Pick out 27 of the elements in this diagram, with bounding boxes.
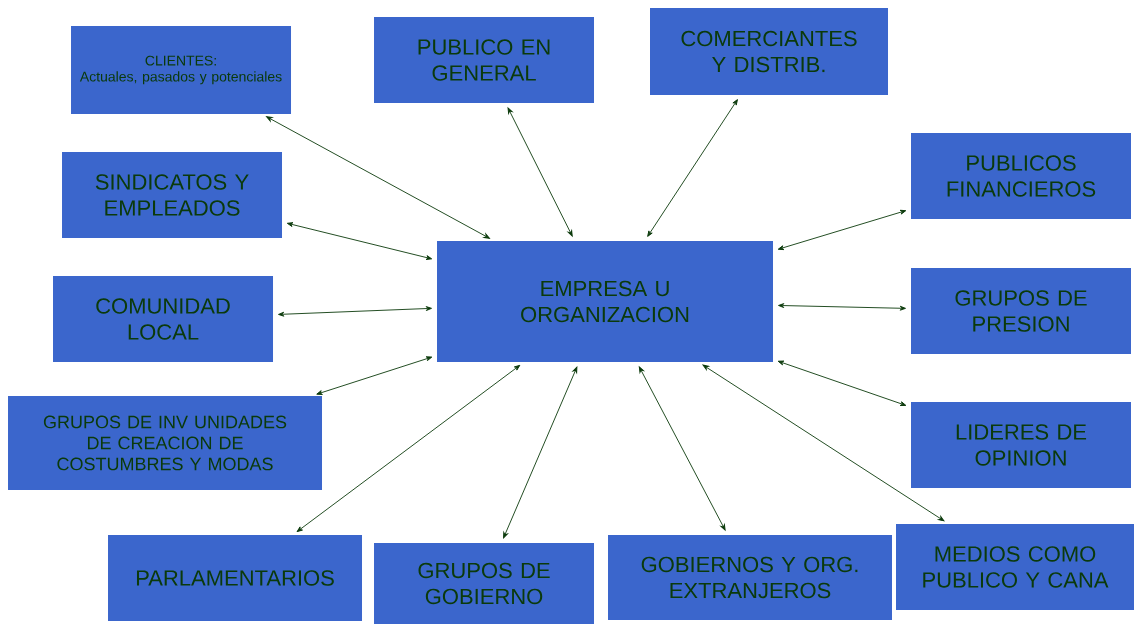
arrow: [278, 306, 432, 317]
text-box: CLIENTES: Actuales, pasados y potenciales: [71, 26, 291, 114]
arrow: [296, 364, 521, 533]
text-box: GRUPOS DE INV UNIDADES DE CREACION DE COSTUMBRES Y MODAS: [8, 396, 322, 490]
text-box: LIDERES DE OPINION: [911, 402, 1131, 488]
arrow: [777, 209, 907, 251]
arrow: [286, 222, 433, 260]
text-box: GRUPOS DE PRESION: [911, 268, 1131, 354]
text-box: SINDICATOS Y EMPLEADOS: [62, 152, 282, 238]
text-box: COMERCIANTES Y DISTRIB.: [650, 8, 888, 95]
arrow: [316, 356, 433, 395]
text-box: PUBLICOS FINANCIEROS: [911, 133, 1131, 219]
text-box: MEDIOS COMO PUBLICO Y CANA: [896, 524, 1134, 610]
arrow: [638, 366, 726, 531]
text-box: COMUNIDAD LOCAL: [53, 276, 273, 362]
text-box: GOBIERNOS Y ORG. EXTRANJEROS: [608, 535, 892, 620]
arrow: [702, 364, 945, 522]
arrow: [266, 116, 490, 239]
arrow: [647, 99, 738, 237]
arrow: [777, 360, 907, 406]
text-box: PARLAMENTARIOS: [108, 535, 362, 621]
arrow: [778, 303, 906, 311]
text-box: PUBLICO EN GENERAL: [374, 17, 594, 103]
text-box: GRUPOS DE GOBIERNO: [374, 543, 594, 624]
arrow: [503, 366, 578, 539]
arrow: [507, 107, 573, 237]
text-box: EMPRESA U ORGANIZACION: [437, 241, 773, 362]
